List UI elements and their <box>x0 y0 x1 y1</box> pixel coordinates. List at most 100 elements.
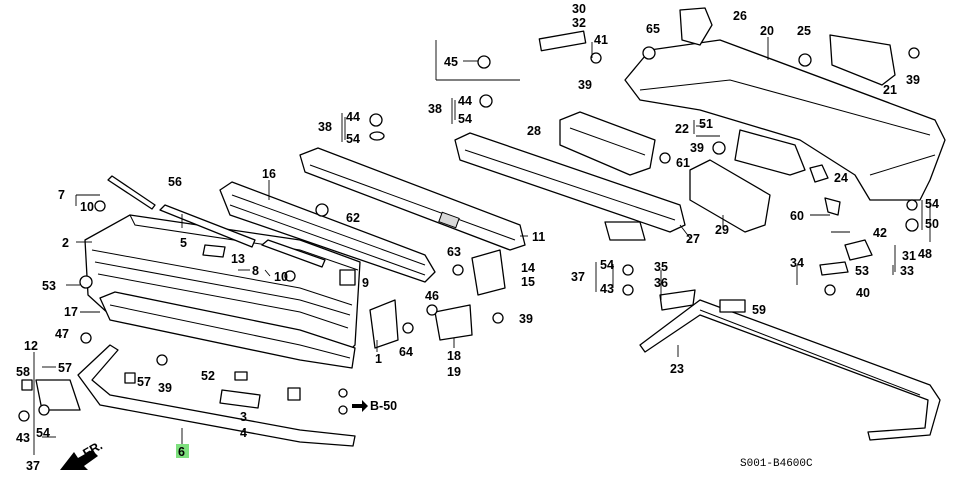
callout: 59 <box>752 303 766 317</box>
callout: 62 <box>346 211 360 225</box>
callout: 37 <box>571 270 585 284</box>
callout: 20 <box>760 24 774 38</box>
callout: 8 <box>252 264 259 278</box>
callout: 44 <box>458 94 472 108</box>
callout: 19 <box>447 365 461 379</box>
callout: 25 <box>797 24 811 38</box>
callout: 54 <box>600 258 614 272</box>
callout: 15 <box>521 275 535 289</box>
rear-bracket <box>734 129 806 176</box>
callout: 27 <box>686 232 700 246</box>
callout: 12 <box>24 339 38 353</box>
callout: 17 <box>64 305 78 319</box>
highlight-box <box>176 444 189 458</box>
callout: 2 <box>62 236 69 250</box>
callout: 54 <box>458 112 472 126</box>
callout: 53 <box>855 264 869 278</box>
callout: 33 <box>900 264 914 278</box>
callout: 3 <box>240 410 247 424</box>
callout: 4 <box>240 426 247 440</box>
callout: 1 <box>375 352 382 366</box>
callout: 61 <box>676 156 690 170</box>
reference-arrow-icon <box>352 400 368 412</box>
rear-lower-absorber <box>689 159 771 233</box>
callout: 47 <box>55 327 69 341</box>
rear-bumper-face <box>624 39 946 201</box>
callout: 16 <box>262 167 276 181</box>
callout: 41 <box>594 33 608 47</box>
front-absorber <box>299 147 526 251</box>
callout-highlighted: 6 <box>178 445 185 459</box>
callout: 21 <box>883 83 897 97</box>
callout: 46 <box>425 289 439 303</box>
small-parts <box>18 7 920 422</box>
callout: 39 <box>906 73 920 87</box>
callouts: 1 2 3 4 5 6 7 8 9 10 10 11 12 13 14 15 1… <box>16 2 939 473</box>
callout: 39 <box>519 312 533 326</box>
callout: 63 <box>447 245 461 259</box>
callout: 51 <box>699 117 713 131</box>
diagram-code: S001-B4600C <box>740 458 813 470</box>
section-reference: B-50 <box>370 399 397 413</box>
callout: 54 <box>36 426 50 440</box>
callout: 54 <box>925 197 939 211</box>
rear-reinforcement <box>454 132 686 241</box>
callout: 50 <box>925 217 939 231</box>
callout: 48 <box>918 247 932 261</box>
callout: 38 <box>428 102 442 116</box>
callout: 39 <box>690 141 704 155</box>
front-lower-lip <box>99 291 356 369</box>
callout: 43 <box>600 282 614 296</box>
callout: 56 <box>168 175 182 189</box>
callout: 10 <box>274 270 288 284</box>
callout: 60 <box>790 209 804 223</box>
callout: 13 <box>231 252 245 266</box>
callout: 36 <box>654 276 668 290</box>
front-molding-strip <box>77 344 356 447</box>
upper-grille-strip <box>159 204 326 268</box>
callout: 30 <box>572 2 586 16</box>
callout: 37 <box>26 459 40 473</box>
side-strip <box>107 175 156 210</box>
callout: 39 <box>158 381 172 395</box>
callout: 54 <box>346 132 360 146</box>
callout: 26 <box>733 9 747 23</box>
callout: 45 <box>444 55 458 69</box>
callout: 35 <box>654 260 668 274</box>
callout: 29 <box>715 223 729 237</box>
callout: 14 <box>521 261 535 275</box>
callout: 32 <box>572 16 586 30</box>
callout: 52 <box>201 369 215 383</box>
callout: 34 <box>790 256 804 270</box>
callout: 39 <box>578 78 592 92</box>
callout: 7 <box>58 188 65 202</box>
rear-absorber <box>559 111 656 176</box>
callout: 24 <box>834 171 848 185</box>
callout: 22 <box>675 122 689 136</box>
callout: 43 <box>16 431 30 445</box>
callout: 65 <box>646 22 660 36</box>
rear-molding <box>639 299 941 441</box>
callout: 9 <box>362 276 369 290</box>
callout: 44 <box>346 110 360 124</box>
callout: 31 <box>902 249 916 263</box>
callout: 53 <box>42 279 56 293</box>
group-brackets <box>341 98 923 292</box>
callout: 40 <box>856 286 870 300</box>
callout: 38 <box>318 120 332 134</box>
callout: 28 <box>527 124 541 138</box>
callout: 57 <box>137 375 151 389</box>
callout: 10 <box>80 200 94 214</box>
callout: 23 <box>670 362 684 376</box>
callout: 18 <box>447 349 461 363</box>
callout: 11 <box>532 230 545 244</box>
callout: 64 <box>399 345 413 359</box>
side-bracket-21 <box>829 34 896 86</box>
callout: 57 <box>58 361 72 375</box>
callout: 58 <box>16 365 30 379</box>
callout: 5 <box>180 236 187 250</box>
front-direction-arrow-icon <box>60 450 98 470</box>
callout: 42 <box>873 226 887 240</box>
